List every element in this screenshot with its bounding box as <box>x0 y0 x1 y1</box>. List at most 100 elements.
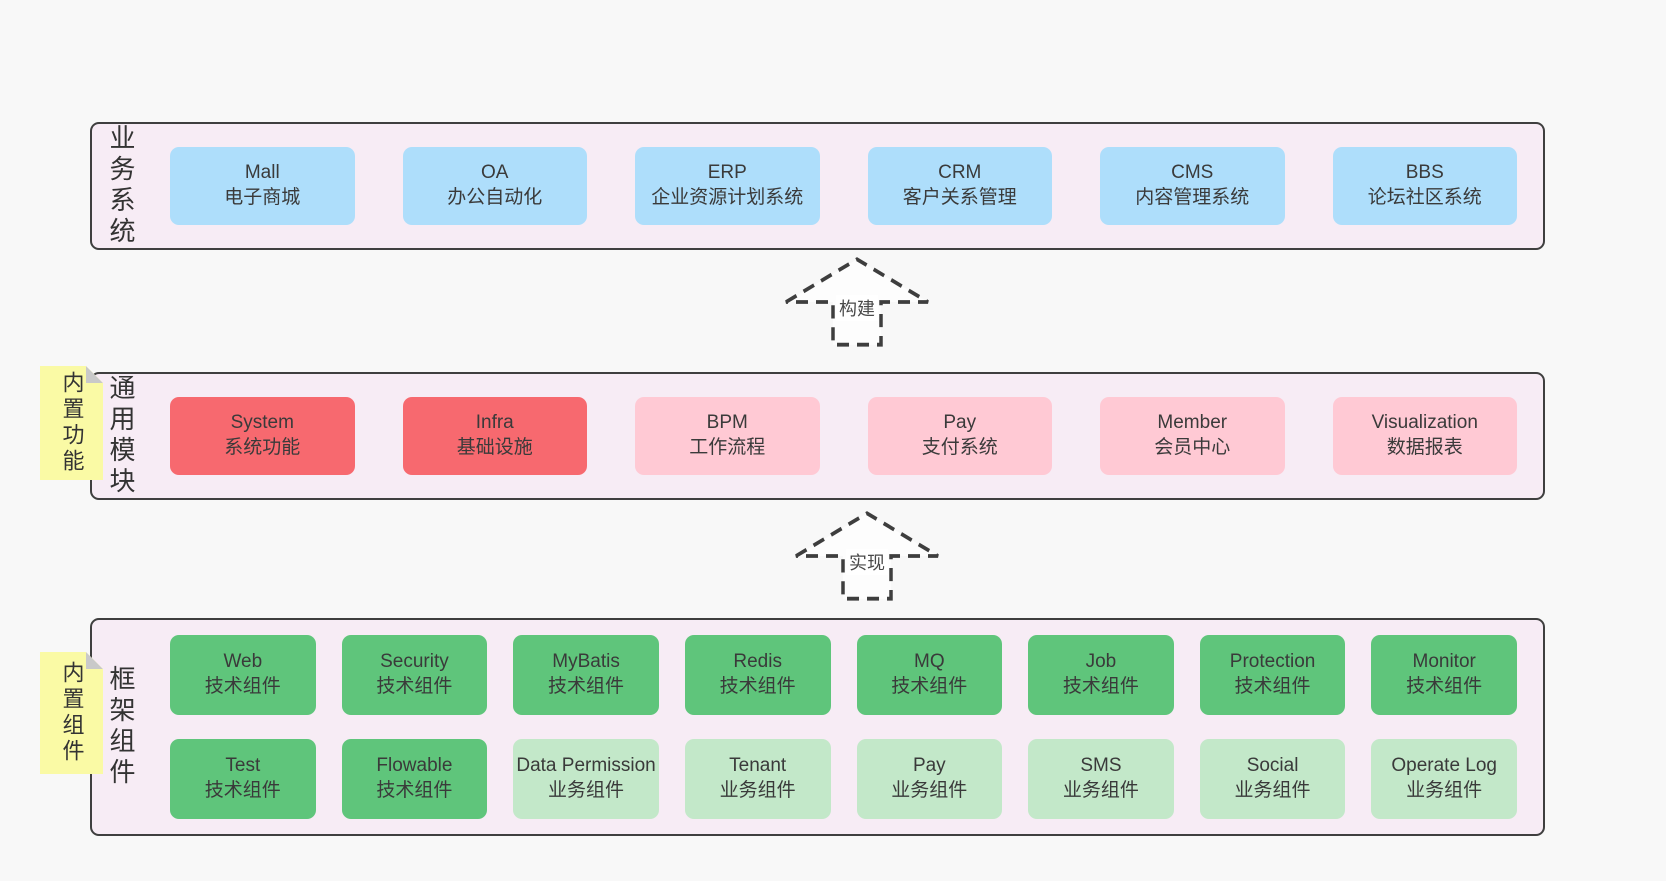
sticky-note-built-in-components: 内置组件 <box>40 652 103 774</box>
layer-framework-components: 框架组件 Web 技术组件 Security 技术组件 MyBatis 技术组件… <box>90 618 1545 836</box>
module-box: Infra 基础设施 <box>402 397 587 475</box>
module-subtitle: 客户关系管理 <box>902 187 1017 208</box>
module-title: Operate Log <box>1391 755 1497 777</box>
module-subtitle: 业务组件 <box>1234 780 1311 801</box>
module-box: Test 技术组件 <box>170 739 316 819</box>
framework-components-box-grid: Web 技术组件 Security 技术组件 MyBatis 技术组件 Redi… <box>140 620 1543 834</box>
module-subtitle: 技术组件 <box>1406 676 1483 697</box>
module-title: Security <box>380 651 449 673</box>
module-subtitle: 技术组件 <box>891 676 968 697</box>
module-box: BBS 论坛社区系统 <box>1332 147 1517 225</box>
arrow-label: 实现 <box>846 548 888 575</box>
module-subtitle: 数据报表 <box>1386 437 1463 458</box>
module-title: BBS <box>1405 162 1444 184</box>
module-subtitle: 基础设施 <box>456 437 533 458</box>
module-box: System 系统功能 <box>170 397 355 475</box>
module-subtitle: 会员中心 <box>1154 437 1231 458</box>
layer-label: 框架组件 <box>106 665 136 789</box>
module-box: Data Permission 业务组件 <box>513 739 659 819</box>
module-title: CRM <box>938 162 982 184</box>
module-box: SMS 业务组件 <box>1028 739 1174 819</box>
module-subtitle: 技术组件 <box>719 676 796 697</box>
module-subtitle: 技术组件 <box>548 676 625 697</box>
sticky-note-text: 内置功能 <box>59 371 85 475</box>
module-subtitle: 技术组件 <box>204 676 281 697</box>
module-box: Protection 技术组件 <box>1199 635 1346 715</box>
module-title: Member <box>1157 412 1228 434</box>
module-subtitle: 业务组件 <box>1406 780 1483 801</box>
module-title: System <box>230 412 294 434</box>
module-box: Redis 技术组件 <box>684 635 831 715</box>
sticky-note-text: 内置组件 <box>59 661 85 765</box>
module-box: Tenant 业务组件 <box>684 739 831 819</box>
module-box: CMS 内容管理系统 <box>1100 147 1285 225</box>
module-title: Web <box>223 651 263 673</box>
module-subtitle: 业务组件 <box>719 780 796 801</box>
module-box: Mall 电子商城 <box>170 147 355 225</box>
module-subtitle: 工作流程 <box>689 437 766 458</box>
module-box: Web 技术组件 <box>170 635 316 715</box>
module-title: Protection <box>1229 651 1316 673</box>
module-subtitle: 论坛社区系统 <box>1367 187 1482 208</box>
module-title: Flowable <box>376 755 453 777</box>
module-title: CMS <box>1171 162 1214 184</box>
module-subtitle: 技术组件 <box>376 780 453 801</box>
module-title: MQ <box>914 651 945 673</box>
module-box: CRM 客户关系管理 <box>867 147 1052 225</box>
module-title: Visualization <box>1371 412 1478 434</box>
module-subtitle: 支付系统 <box>921 437 998 458</box>
module-box: Member 会员中心 <box>1100 397 1285 475</box>
module-box: Monitor 技术组件 <box>1371 635 1517 715</box>
module-title: Tenant <box>729 755 787 777</box>
module-box: BPM 工作流程 <box>635 397 820 475</box>
module-box: Job 技术组件 <box>1028 635 1174 715</box>
module-title: MyBatis <box>552 651 620 673</box>
module-title: Data Permission <box>516 755 656 777</box>
module-box: Visualization 数据报表 <box>1332 397 1517 475</box>
module-subtitle: 技术组件 <box>1062 676 1139 697</box>
module-box: Pay 支付系统 <box>867 397 1052 475</box>
module-title: Infra <box>475 412 514 434</box>
module-box: Security 技术组件 <box>341 635 488 715</box>
common-modules-box-row: System 系统功能 Infra 基础设施 BPM 工作流程 Pay 支付系统… <box>140 374 1543 498</box>
module-subtitle: 技术组件 <box>204 780 281 801</box>
business-systems-box-row: Mall 电子商城 OA 办公自动化 ERP 企业资源计划系统 CRM 客户关系… <box>140 124 1543 248</box>
arrow-build: 构建 <box>782 256 932 348</box>
module-title: Mall <box>244 162 280 184</box>
module-title: Monitor <box>1412 651 1476 673</box>
module-box: Flowable 技术组件 <box>341 739 488 819</box>
arrow-implement: 实现 <box>792 510 942 602</box>
module-box: Pay 业务组件 <box>856 739 1003 819</box>
layer-common-modules: 通用模块 System 系统功能 Infra 基础设施 BPM 工作流程 Pay… <box>90 372 1545 500</box>
module-box: MQ 技术组件 <box>856 635 1003 715</box>
module-title: Social <box>1246 755 1299 777</box>
module-subtitle: 企业资源计划系统 <box>651 187 804 208</box>
module-subtitle: 业务组件 <box>891 780 968 801</box>
module-title: ERP <box>707 162 747 184</box>
module-subtitle: 技术组件 <box>1234 676 1311 697</box>
module-title: BPM <box>706 412 748 434</box>
module-subtitle: 系统功能 <box>224 437 301 458</box>
module-box: ERP 企业资源计划系统 <box>635 147 820 225</box>
layer-label: 通用模块 <box>106 374 136 498</box>
module-title: Job <box>1085 651 1117 673</box>
module-subtitle: 电子商城 <box>224 187 301 208</box>
module-title: Test <box>225 755 261 777</box>
module-subtitle: 技术组件 <box>376 676 453 697</box>
layer-business-systems: 业务系统 Mall 电子商城 OA 办公自动化 ERP 企业资源计划系统 CRM… <box>90 122 1545 250</box>
module-box: OA 办公自动化 <box>402 147 587 225</box>
arrow-label: 构建 <box>836 294 878 321</box>
module-subtitle: 内容管理系统 <box>1135 187 1250 208</box>
module-title: Pay <box>943 412 977 434</box>
module-subtitle: 业务组件 <box>548 780 625 801</box>
module-title: Redis <box>733 651 782 673</box>
module-subtitle: 办公自动化 <box>447 187 543 208</box>
sticky-note-built-in-features: 内置功能 <box>40 366 103 480</box>
module-box: Operate Log 业务组件 <box>1371 739 1517 819</box>
module-box: MyBatis 技术组件 <box>513 635 659 715</box>
module-box: Social 业务组件 <box>1199 739 1346 819</box>
module-title: OA <box>481 162 509 184</box>
layer-label: 业务系统 <box>106 124 136 248</box>
module-subtitle: 业务组件 <box>1062 780 1139 801</box>
